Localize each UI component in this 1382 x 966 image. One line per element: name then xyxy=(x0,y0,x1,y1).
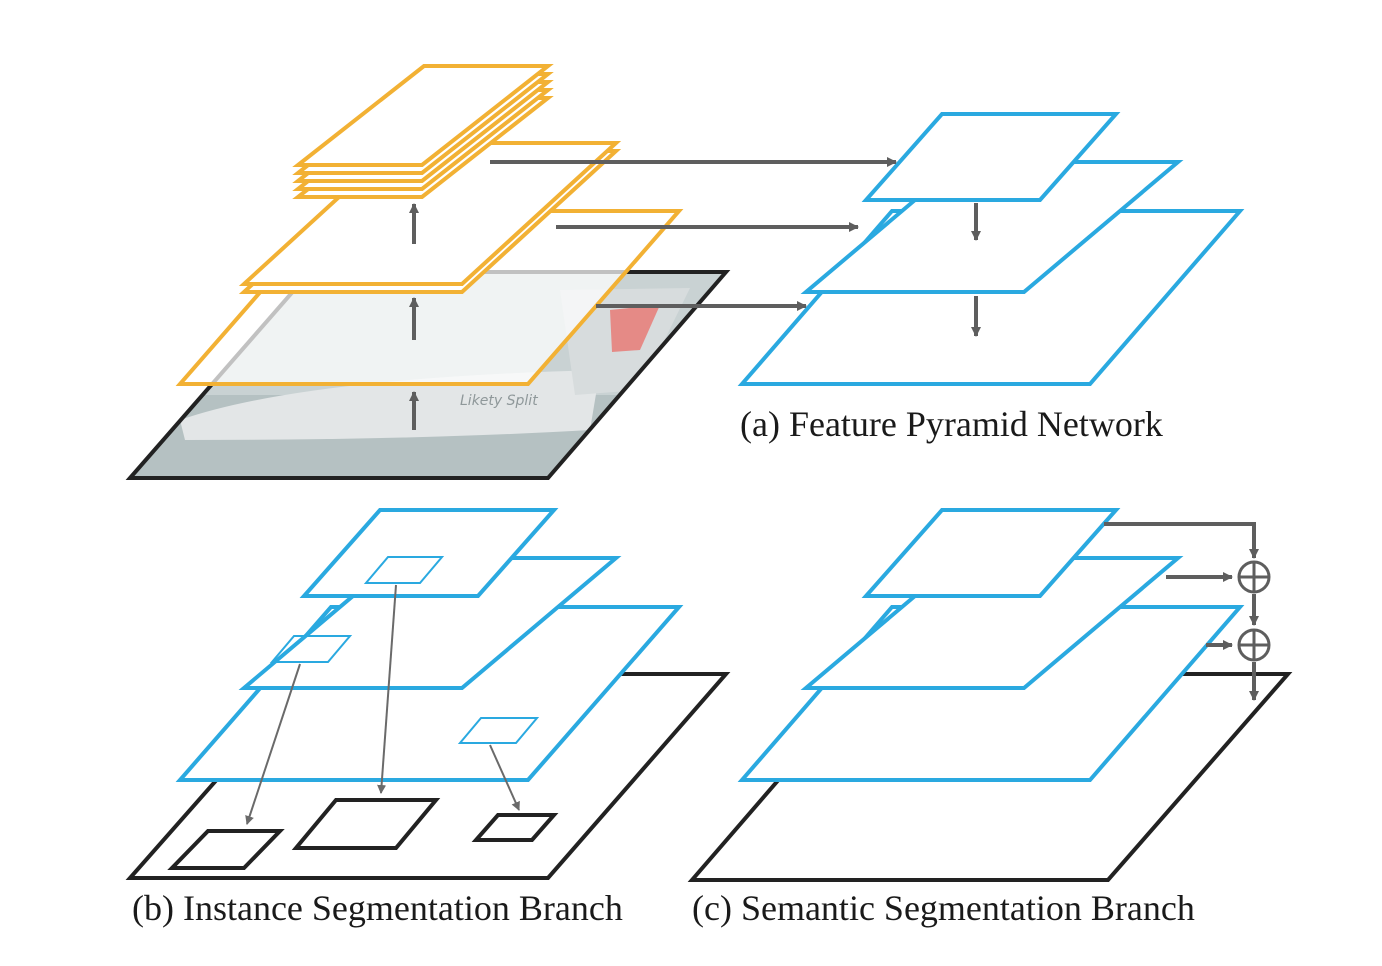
arrow-icon xyxy=(377,584,397,794)
roi-box xyxy=(457,717,540,744)
arrow-icon xyxy=(245,663,301,825)
caption-c: (c) Semantic Segmentation Branch xyxy=(692,888,1195,928)
fpn-level-p4 xyxy=(861,508,1121,598)
roi-box xyxy=(363,556,445,584)
panel-a: Likety Split xyxy=(125,64,1245,480)
caption-b: (b) Instance Segmentation Branch xyxy=(132,888,623,928)
fpn-level-p3 xyxy=(800,556,1184,690)
mask-output xyxy=(471,813,559,842)
circle-plus-icon xyxy=(1237,560,1271,594)
hull-text: Likety Split xyxy=(460,393,538,409)
fpn-level-p3 xyxy=(800,160,1184,294)
fpn-level-p4 xyxy=(861,112,1121,202)
circle-plus-icon xyxy=(1237,628,1271,662)
caption-a: (a) Feature Pyramid Network xyxy=(740,404,1163,444)
backbone-stage-3 xyxy=(292,64,554,199)
panel-c: (c) Semantic Segmentation Branch xyxy=(687,508,1293,928)
mask-output xyxy=(291,798,441,850)
mask-output xyxy=(167,829,285,870)
fpn-level-p4 xyxy=(299,508,559,598)
arrow-icon xyxy=(489,744,520,811)
arrow-icon xyxy=(1104,522,1259,559)
panel-b: (b) Instance Segmentation Branch xyxy=(125,508,731,928)
roi-box xyxy=(269,635,353,663)
